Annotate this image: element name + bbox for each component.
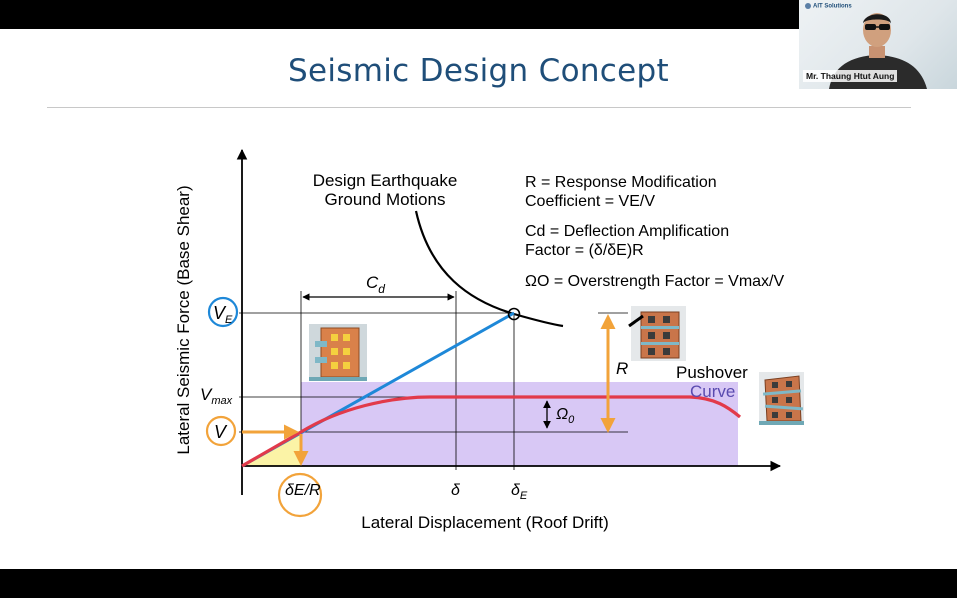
definition-r-line1: R = Response Modification: [525, 174, 717, 191]
pushover-curve: [241, 395, 742, 468]
definition-r-line2: Coefficient = VE/V: [525, 193, 655, 210]
definition-omega-line: ΩO = Overstrength Factor = Vmax/V: [525, 273, 784, 290]
r-marker-label: R: [616, 359, 628, 378]
building-icon-collapse: [759, 372, 804, 425]
v-label: V: [214, 422, 228, 442]
organization-logo: AIT Solutions: [805, 3, 852, 10]
ground-motion-label-line2: Ground Motions: [325, 190, 446, 209]
definition-cd-line1: Cd = Deflection Amplification: [525, 223, 729, 240]
seismic-diagram: Cd VE V δE/R Vmax δ δE R Ω0 Pushover: [174, 148, 804, 532]
ve-label: VE: [213, 303, 233, 326]
v-circle: [205, 415, 237, 447]
presenter-video-thumbnail: AIT Solutions Mr. Thaung Htut Aung: [799, 0, 957, 89]
presenter-name: Mr. Thaung Htut Aung: [803, 70, 898, 82]
curve-label: Curve: [690, 382, 735, 401]
y-axis-label: Lateral Seismic Force (Base Shear): [174, 185, 193, 454]
cd-label: Cd: [366, 273, 385, 296]
slide-title: Seismic Design Concept: [288, 53, 669, 89]
de-over-r-circle: [277, 472, 323, 518]
delta-label: δ: [451, 482, 461, 499]
slide: Seismic Design Concept: [0, 29, 957, 569]
definition-cd-line2: Factor = (δ/δE)R: [525, 242, 644, 259]
delta-e-label: δE: [511, 482, 528, 502]
x-axis-label: Lateral Displacement (Roof Drift): [361, 513, 609, 532]
ground-motion-label-line1: Design Earthquake: [313, 171, 458, 190]
building-icon-design: [628, 306, 686, 361]
ve-circle: [207, 296, 239, 328]
ground-motion-curve: [414, 210, 564, 328]
building-icon-elastic: [309, 324, 367, 381]
omega-marker-label: Ω0: [556, 406, 575, 426]
design-point-marker: [507, 307, 521, 321]
pushover-label: Pushover: [676, 363, 748, 382]
de-over-r-label: δE/R: [285, 482, 321, 499]
title-divider: [47, 107, 911, 108]
vmax-label: Vmax: [200, 385, 233, 407]
